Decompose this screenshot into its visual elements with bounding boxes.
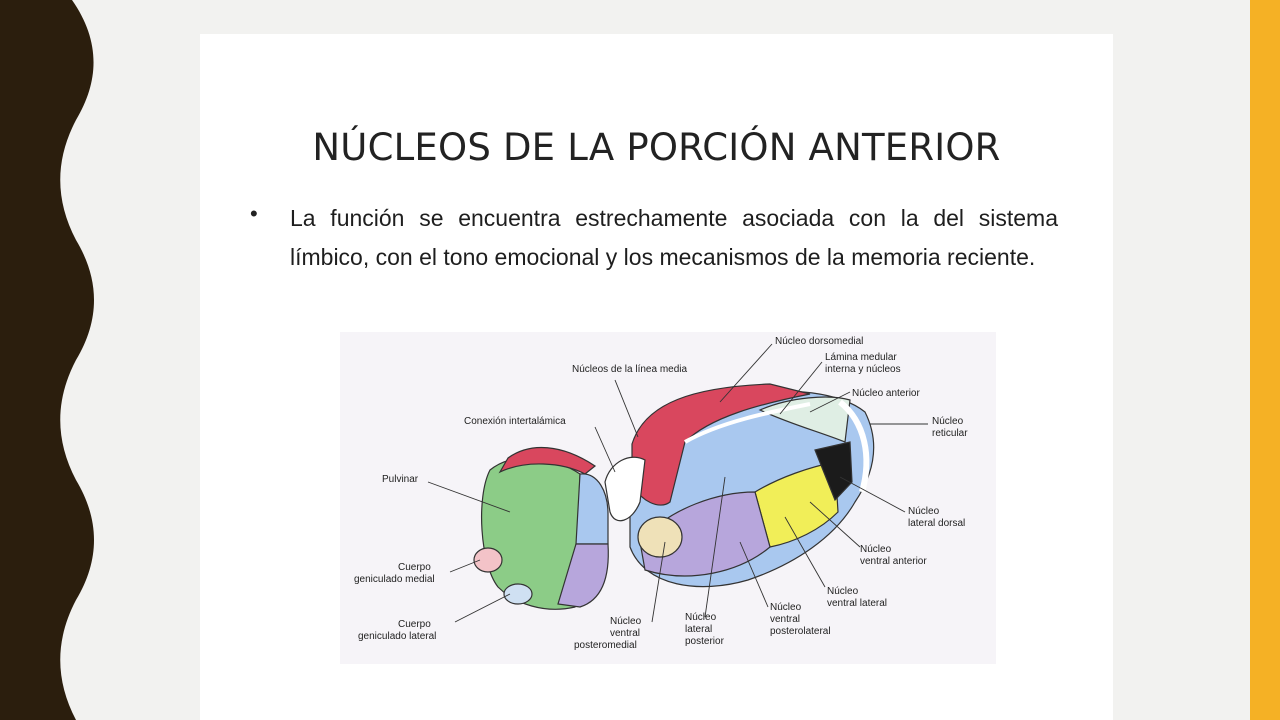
leader-lamina [779, 361, 823, 415]
medial-geniculate-body [473, 547, 503, 573]
label-vpl-line-3: posterolateral [770, 626, 831, 637]
leader-cgm [449, 559, 481, 573]
lateral-geniculate-body [503, 583, 533, 605]
label-ventral-anterior-line-2: ventral anterior [860, 556, 927, 567]
slide-title: NÚCLEOS DE LA PORCIÓN ANTERIOR [312, 126, 1001, 169]
purple-ventral-region [639, 491, 771, 577]
label-leader-lines [427, 343, 928, 623]
label-linea-media: Núcleos de la línea media [572, 364, 688, 375]
label-vpl-line-1: Núcleo [770, 602, 802, 613]
label-lp-line-3: posterior [685, 636, 725, 647]
right-accent-stripe [1250, 0, 1280, 720]
leader-ventral-lateral [784, 516, 826, 588]
leader-linea-media [614, 379, 639, 438]
reticular-nucleus-arc [838, 399, 870, 493]
black-lateral-dorsal-region [814, 441, 853, 502]
posterior-purple-region [557, 543, 609, 608]
leader-anterior [809, 391, 851, 413]
leader-intertalamica [594, 426, 616, 473]
intermediate-beige-region [637, 516, 683, 558]
leader-dorsomedial [719, 343, 773, 403]
leader-vpm [651, 541, 666, 623]
thalamus-diagram: Núcleo dorsomedial Lámina medular intern… [340, 332, 996, 664]
leader-vpl [739, 541, 769, 608]
wavy-border-shape [0, 0, 94, 720]
label-cgl-line-1: Cuerpo [398, 619, 431, 630]
label-anterior: Núcleo anterior [852, 388, 920, 399]
label-vpm-line-2: ventral [610, 628, 640, 639]
label-lateral-dorsal-line-1: Núcleo [908, 506, 940, 517]
anterior-thalamus-block [604, 383, 875, 588]
label-cgl-line-2: geniculado lateral [358, 631, 436, 642]
posterior-blue-region [575, 473, 609, 545]
label-ventral-anterior-line-1: Núcleo [860, 544, 892, 555]
label-lp-line-2: lateral [685, 624, 712, 635]
left-wavy-border [0, 0, 94, 720]
leader-cgl [454, 593, 511, 623]
label-vpl-line-2: ventral [770, 614, 800, 625]
bullet-text: La función se encuentra estrechamente as… [290, 205, 1058, 270]
interthalamic-connection [604, 456, 646, 522]
label-vpm-line-3: posteromedial [574, 640, 637, 651]
label-vpm-line-1: Núcleo [610, 616, 642, 627]
leader-lateral-dorsal [839, 476, 906, 513]
label-lp-line-1: Núcleo [685, 612, 717, 623]
label-reticular-line-1: Núcleo [932, 416, 964, 427]
label-ventral-lateral-line-1: Núcleo [827, 586, 859, 597]
label-cgm-line-2: geniculado medial [354, 574, 435, 585]
bullet-marker: • [250, 201, 258, 226]
leader-pulvinar [427, 481, 511, 513]
dorsomedial-nucleus [631, 383, 811, 506]
label-lamina-line-1: Lámina medular [825, 352, 897, 363]
posterior-thalamus-block [473, 446, 609, 610]
leader-lp [704, 476, 726, 618]
internal-medullary-lamina [684, 402, 811, 444]
label-reticular-line-2: reticular [932, 428, 968, 439]
label-pulvinar: Pulvinar [382, 474, 419, 485]
label-cgm-line-1: Cuerpo [398, 562, 431, 573]
label-lamina-line-2: interna y núcleos [825, 364, 901, 375]
label-ventral-lateral-line-2: ventral lateral [827, 598, 887, 609]
diagram-labels: Núcleo dorsomedial Lámina medular intern… [354, 336, 968, 651]
label-lateral-dorsal-line-2: lateral dorsal [908, 518, 965, 529]
leader-ventral-anterior [809, 501, 861, 548]
label-intertalamica: Conexión intertalámica [464, 416, 566, 427]
label-dorsomedial: Núcleo dorsomedial [775, 336, 863, 347]
